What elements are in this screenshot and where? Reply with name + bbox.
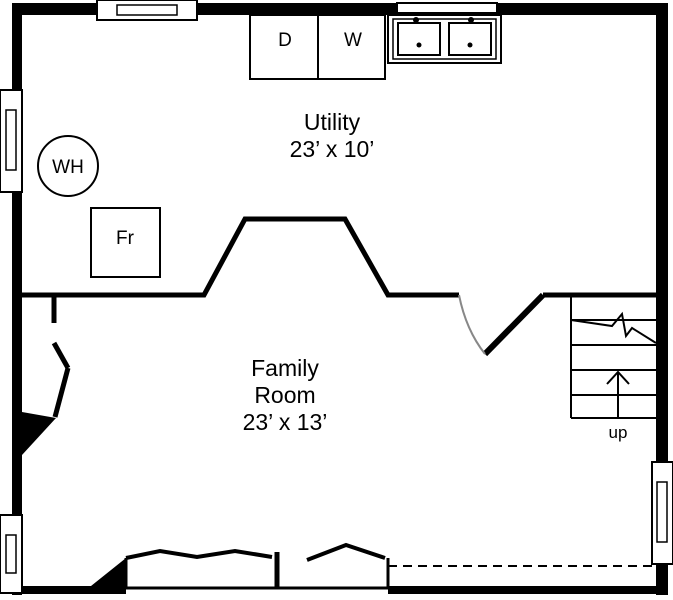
water-heater: WH bbox=[37, 135, 99, 197]
stairs bbox=[570, 295, 657, 419]
closet-doors-bottom bbox=[124, 542, 652, 588]
furnace-label: Fr bbox=[116, 228, 135, 249]
interior-wall bbox=[22, 216, 656, 357]
room-name-family-line2: Room bbox=[254, 382, 315, 408]
exterior-walls bbox=[12, 3, 668, 595]
door-swing-arc bbox=[458, 294, 486, 355]
furnace: Fr bbox=[90, 207, 161, 278]
room-name-family-line1: Family bbox=[251, 355, 319, 381]
window-top-left bbox=[96, 0, 198, 21]
window-left-lower bbox=[0, 514, 23, 594]
window-right bbox=[651, 461, 673, 565]
window-left-upper bbox=[0, 89, 23, 193]
stair-break-line bbox=[570, 311, 657, 344]
room-size-utility: 23’ x 10’ bbox=[290, 136, 375, 162]
wall-right bbox=[656, 3, 668, 595]
stairs-up-label: up bbox=[609, 423, 628, 442]
room-label-family: Family Room 23’ x 13’ bbox=[243, 355, 328, 435]
dryer-label: D bbox=[278, 30, 292, 51]
closet-door-left bbox=[51, 295, 71, 418]
room-size-family: 23’ x 13’ bbox=[243, 409, 328, 435]
corner-fill-bottom bbox=[86, 558, 126, 590]
corner-fill-left bbox=[22, 412, 56, 455]
washer: W bbox=[317, 14, 386, 80]
wall-left bbox=[12, 3, 22, 595]
room-name-utility: Utility bbox=[304, 109, 361, 135]
water-heater-label: WH bbox=[52, 157, 84, 178]
washer-label: W bbox=[344, 30, 362, 51]
room-label-utility: Utility 23’ x 10’ bbox=[290, 109, 375, 162]
laundry-sink bbox=[387, 2, 502, 64]
dryer: D bbox=[249, 14, 319, 80]
